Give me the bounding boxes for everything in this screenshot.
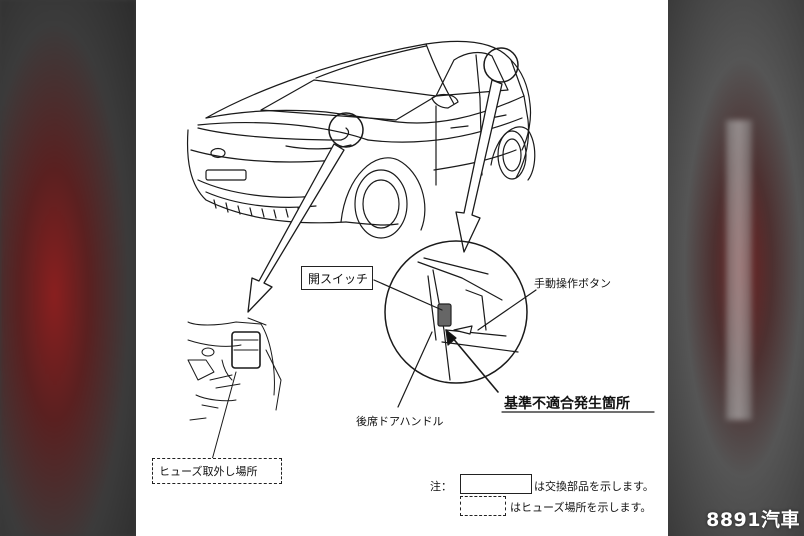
diagram-drawing [186, 40, 655, 461]
fuse-removal-label-box: ヒューズ取外し場所 [152, 458, 282, 484]
fuse-removal-label: ヒューズ取外し場所 [159, 465, 258, 478]
car-illustration [186, 40, 536, 239]
rear-door-handle-label: 後席ドアハンドル [356, 415, 444, 428]
legend-note-prefix: 注： [430, 480, 452, 493]
blurred-background-right [668, 0, 804, 536]
open-switch-label: 開スイッチ [308, 272, 369, 286]
arrow-to-fusebox [247, 143, 345, 313]
arrow-to-door-detail [455, 79, 503, 253]
legend-solid-box [460, 474, 532, 494]
open-switch-part [437, 303, 452, 327]
fuse-box [231, 331, 261, 369]
legend-dashed-box-text: はヒューズ場所を示します。 [510, 501, 652, 514]
engine-bay-detail [187, 317, 282, 461]
callout-circle-front [328, 112, 364, 148]
manual-button-label: 手動操作ボタン [534, 277, 611, 290]
nonconformity-location-label: 基準不適合発生箇所 [504, 396, 630, 412]
legend-dashed-box [460, 496, 506, 516]
open-switch-label-box: 開スイッチ [301, 266, 373, 290]
door-detail [373, 240, 537, 408]
recall-diagram-sheet: 開スイッチ 手動操作ボタン 後席ドアハンドル 基準不適合発生箇所 ヒューズ取外し… [136, 0, 668, 536]
blurred-background-left [0, 0, 136, 536]
watermark-logo: 8891汽車 [706, 509, 800, 531]
background-pole [726, 120, 752, 420]
legend-solid-box-text: は交換部品を示します。 [534, 480, 654, 493]
callout-circle-rear [483, 47, 519, 83]
